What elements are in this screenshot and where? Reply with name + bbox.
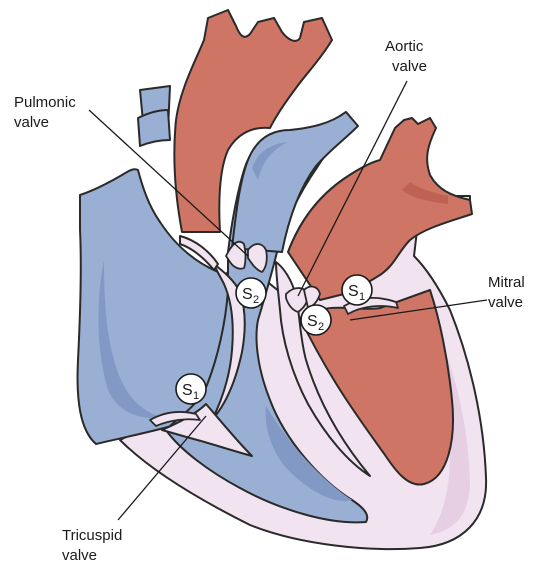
pulmonic-line1: Pulmonic	[14, 94, 76, 111]
tricuspid-line2: valve	[62, 547, 97, 564]
s2-left-sub: 2	[253, 294, 259, 306]
s1-bottom-sub: 1	[193, 390, 199, 402]
s2-right-main: S	[307, 313, 318, 330]
s2-right-sub: 2	[318, 321, 324, 333]
heart-sound-s1-top: S 1	[342, 275, 372, 305]
pulmonic-line2: valve	[14, 114, 49, 131]
tricuspid-line1: Tricuspid	[62, 527, 122, 544]
aortic-line2: valve	[392, 58, 427, 75]
superior-vena-cava	[138, 86, 170, 146]
aortic-line1: Aortic	[385, 38, 424, 55]
label-tricuspid-valve: Tricuspid valve	[62, 527, 122, 564]
s2-left-main: S	[242, 286, 253, 303]
label-mitral-valve: Mitral valve	[488, 274, 525, 311]
s1-bottom-main: S	[182, 382, 193, 399]
heart-sound-s1-bottom: S 1	[176, 374, 206, 404]
label-pulmonic-valve: Pulmonic valve	[14, 94, 76, 131]
s1-top-main: S	[348, 283, 359, 300]
label-aortic-valve: Aortic valve	[385, 38, 427, 75]
heart-sound-s2-right: S 2	[301, 305, 331, 335]
mitral-line2: valve	[488, 294, 523, 311]
heart-sound-s2-left: S 2	[236, 278, 266, 308]
mitral-line1: Mitral	[488, 274, 525, 291]
s1-top-sub: 1	[359, 291, 365, 303]
